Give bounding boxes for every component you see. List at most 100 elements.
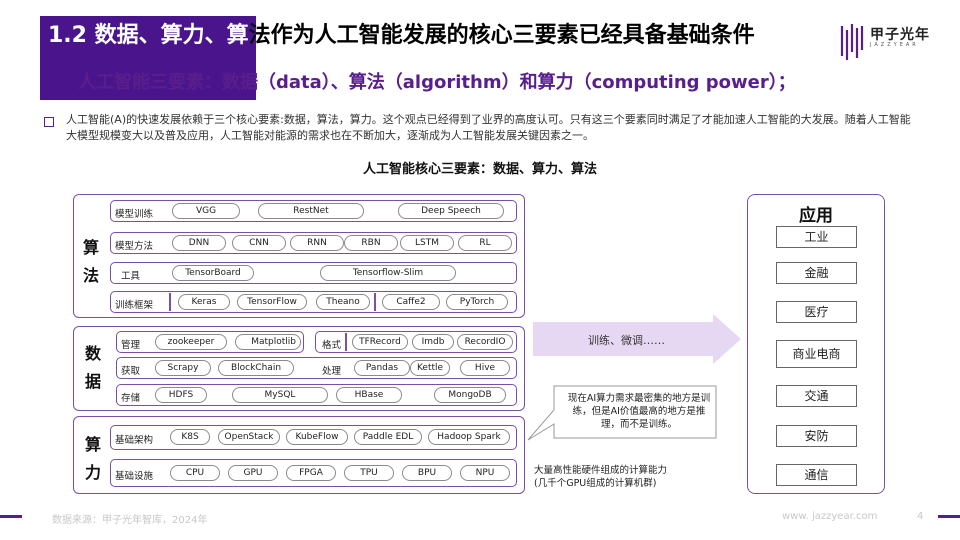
row-label: 格式: [322, 340, 342, 351]
tag-recordio: RecordIO: [457, 334, 513, 350]
row-label: 存储: [121, 393, 141, 404]
tag-gpu: GPU: [228, 465, 278, 481]
tag-pandas: Pandas: [354, 360, 410, 376]
tag-caffe2: Caffe2: [382, 294, 440, 310]
row-infra-hw: [110, 459, 517, 487]
tag-imdb: Imdb: [412, 334, 454, 350]
tag-lstm: LSTM: [400, 235, 454, 251]
footer-url: www. jazzyear.com: [782, 511, 878, 522]
tag-hadoop-spark: Hadoop Spark: [428, 429, 510, 445]
data-panel: [73, 326, 525, 411]
footer-accent-right: [938, 515, 960, 518]
row-label: 管理: [121, 340, 141, 351]
tag-hive: Hive: [460, 360, 510, 376]
tag-zookeeper: zookeeper: [155, 334, 227, 350]
app-item-medical: 医疗: [776, 301, 857, 323]
row-divider: [345, 333, 347, 351]
section-compute-label: 算 力: [85, 435, 102, 482]
callout-bubble-icon: [527, 385, 717, 441]
row-divider: [169, 293, 171, 311]
training-arrow-icon: [533, 314, 741, 364]
app-item-industry: 工业: [776, 226, 857, 248]
tag-restnet: RestNet: [258, 203, 364, 219]
slide-title-rest: 法作为人工智能发展的核心三要素已经具备基础条件: [248, 23, 755, 48]
tag-k8s: K8S: [170, 429, 210, 445]
row-label: 模型训练: [115, 209, 154, 220]
row-storage: [116, 384, 517, 406]
slide-subtitle: 人工智能三要素：数据（data）、算法（algorithm）和算力（comput…: [78, 72, 796, 93]
bullet-square-icon: [44, 117, 54, 127]
tag-matplotlib: Matplotlib: [235, 334, 301, 350]
app-item-transport: 交通: [776, 385, 857, 407]
tag-bpu: BPU: [402, 465, 452, 481]
row-manage: [116, 331, 304, 353]
compute-note: 大量高性能硬件组成的计算能力 (几千个GPU组成的计算机群): [534, 465, 668, 489]
tag-openstack: OpenStack: [218, 429, 280, 445]
tag-tensorflow: TensorFlow: [237, 294, 307, 310]
logo-name: 甲子光年: [870, 27, 930, 43]
tag-rnn: RNN: [290, 235, 344, 251]
tag-tensorflow-slim: Tensorflow-Slim: [320, 265, 456, 281]
row-label: 训练框架: [115, 300, 154, 311]
footer-accent-left: [0, 515, 22, 518]
tag-theano: Theano: [316, 294, 370, 310]
intro-paragraph: 人工智能(A)的快速发展依赖于三个核心要素:数据，算法，算力。这个观点已经得到了…: [66, 113, 911, 142]
logo-subtitle: JAZZYEAR: [870, 42, 919, 48]
tag-dnn: DNN: [172, 235, 226, 251]
row-label: 基础架构: [115, 435, 154, 446]
applications-title: 应用: [799, 206, 833, 226]
row-acquire-process: [116, 357, 517, 379]
row-label: 获取: [121, 366, 141, 377]
row-infra-arch: [110, 425, 517, 450]
footer-source: 数据来源：甲子光年智库，2024年: [52, 515, 208, 526]
app-item-ecommerce: 商业电商: [776, 340, 857, 368]
tag-paddle-edl: Paddle EDL: [354, 429, 422, 445]
compute-panel: [73, 416, 525, 494]
page-number: 4: [917, 511, 924, 522]
section-data-label: 数 据: [85, 344, 102, 391]
app-item-security: 安防: [776, 425, 857, 447]
callout-text: 现在AI算力需求最密集的地方是训练，但是AI价值最高的地方是推理，而不是训练。: [567, 393, 711, 430]
tag-fpga: FPGA: [286, 465, 336, 481]
tag-mysql: MySQL: [232, 387, 328, 403]
tag-hdfs: HDFS: [155, 387, 207, 403]
tag-blockchain: BlockChain: [218, 360, 294, 376]
row-divider: [374, 293, 376, 311]
tag-cnn: CNN: [232, 235, 286, 251]
row-frameworks: [110, 291, 517, 313]
tag-kettle: Kettle: [410, 360, 450, 376]
app-item-telecom: 通信: [776, 464, 857, 486]
row-model-method: [110, 232, 517, 254]
jazzyear-logo-icon: [840, 24, 864, 60]
tag-hbase: HBase: [336, 387, 402, 403]
tag-vgg: VGG: [172, 203, 240, 219]
tag-scrapy: Scrapy: [155, 360, 211, 376]
tag-tpu: TPU: [344, 465, 394, 481]
row-label: 工具: [121, 271, 141, 282]
tag-pytorch: PyTorch: [446, 294, 508, 310]
row-label: 模型方法: [115, 241, 154, 252]
tag-tensorboard: TensorBoard: [172, 265, 254, 281]
tag-cpu: CPU: [170, 465, 220, 481]
slide-title: 1.2 数据、算力、算法作为人工智能发展的核心三要素已经具备基础条件: [48, 22, 818, 49]
tag-rbn: RBN: [344, 235, 398, 251]
row-label: 基础设施: [115, 471, 154, 482]
tag-mongodb: MongoDB: [434, 387, 506, 403]
tag-rl: RL: [458, 235, 512, 251]
tag-deep-speech: Deep Speech: [398, 203, 504, 219]
row-format: [315, 331, 517, 353]
section-algorithm-label: 算 法: [83, 238, 100, 285]
row-label: 处理: [322, 366, 342, 377]
arrow-label: 训练、微调……: [588, 334, 665, 347]
slide-title-highlight: 1.2 数据、算力、算: [48, 23, 249, 48]
algorithm-panel: [73, 194, 525, 318]
applications-panel: [747, 194, 885, 494]
row-model-training: [110, 200, 517, 222]
app-item-finance: 金融: [776, 262, 857, 284]
tag-keras: Keras: [178, 294, 230, 310]
tag-tfrecord: TFRecord: [352, 334, 408, 350]
tag-kubeflow: KubeFlow: [286, 429, 348, 445]
tag-npu: NPU: [460, 465, 510, 481]
title-accent-block: [40, 16, 256, 100]
diagram-title: 人工智能核心三要素：数据、算力、算法: [362, 162, 597, 177]
